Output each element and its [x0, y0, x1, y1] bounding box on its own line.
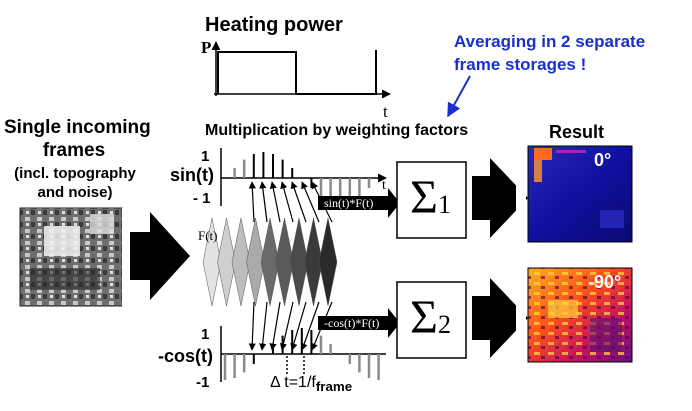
connector-up — [290, 181, 307, 223]
heating-x-label: t — [383, 102, 388, 121]
frame-diamond — [231, 217, 251, 307]
frame-diamond — [246, 217, 265, 307]
sum-symbol-2: Σ2 — [410, 291, 451, 344]
result-angle-0: 0° — [594, 150, 612, 170]
result-angle-minus90: -90° — [588, 272, 622, 292]
input-title-line1: Single incoming — [4, 117, 151, 138]
input-subtitle-line2: and noise) — [37, 184, 113, 201]
frame-diamond — [275, 217, 294, 307]
product-arrow-cos — [318, 308, 400, 338]
product-cos-label: -cos(t)*F(t) — [324, 316, 380, 330]
result-image-0deg — [527, 145, 633, 243]
sin-x-label: t — [382, 178, 386, 193]
note-arrow-icon — [447, 75, 471, 118]
sum-box-2 — [396, 281, 467, 359]
product-arrow-sin — [318, 188, 400, 218]
connector-down — [279, 301, 294, 351]
heating-square-wave — [217, 50, 377, 95]
frame-diamond — [217, 217, 236, 307]
sin-min-label: - 1 — [193, 190, 211, 207]
connector-up — [280, 181, 294, 223]
connector-up — [301, 181, 320, 223]
frames-label: F(t) — [198, 228, 218, 243]
cos-min-label: -1 — [196, 374, 210, 391]
delta-t-sub: frame — [315, 379, 353, 395]
input-subtitle: (incl. topography and noise) — [4, 164, 146, 202]
connector-down — [269, 301, 281, 351]
result-arrow-1-icon — [472, 158, 528, 238]
averaging-note-line2: frame storages ! — [454, 55, 587, 74]
result-image-minus90deg — [527, 267, 633, 363]
input-title-line2: frames — [42, 140, 106, 161]
delta-t-marker — [286, 356, 305, 374]
result-arrow-2-icon — [472, 278, 528, 358]
connector-up — [269, 181, 281, 223]
input-subtitle-line1: (incl. topography — [14, 165, 136, 182]
sum-symbol-1: Σ1 — [410, 171, 451, 224]
frame-diamond — [318, 217, 338, 307]
film-strip-edges — [10, 146, 526, 362]
delta-t-label: Δ t=1/fframe — [270, 374, 353, 395]
sin-max-label: 1 — [201, 148, 210, 165]
heating-y-label: P — [201, 38, 212, 57]
connector-down — [259, 301, 268, 351]
connector-up — [259, 181, 268, 223]
weighted-frames — [202, 217, 338, 307]
heating-power-plot — [211, 41, 391, 99]
product-sin-label: sin(t)*F(t) — [324, 196, 374, 210]
connector-up — [248, 181, 256, 223]
multiplication-title: Multiplication by weighting factors — [205, 122, 469, 139]
cos-label: -cos(t) — [158, 346, 213, 366]
input-big-arrow-icon — [122, 212, 190, 300]
frame-diamond — [260, 217, 280, 307]
connector-down — [300, 301, 320, 351]
frame-diamond — [289, 217, 309, 307]
connector-down — [248, 301, 256, 351]
frame-connectors — [248, 181, 333, 351]
sum-box-1 — [396, 161, 467, 239]
sum-sub-1: 1 — [437, 190, 451, 219]
heating-power-title: Heating power — [205, 14, 343, 36]
frame-diamond — [304, 217, 323, 307]
input-title: Single incoming frames — [4, 116, 151, 162]
cos-max-label: 1 — [201, 326, 210, 343]
averaging-note-line1: Averaging in 2 separate — [454, 32, 646, 51]
result-title: Result — [549, 122, 605, 142]
averaging-note: Averaging in 2 separate frame storages ! — [454, 30, 645, 76]
input-frame-image — [19, 207, 123, 307]
frame-diamond — [202, 217, 222, 307]
sum-sub-2: 2 — [437, 310, 451, 339]
sin-label: sin(t) — [170, 165, 214, 185]
connector-down — [290, 301, 307, 351]
